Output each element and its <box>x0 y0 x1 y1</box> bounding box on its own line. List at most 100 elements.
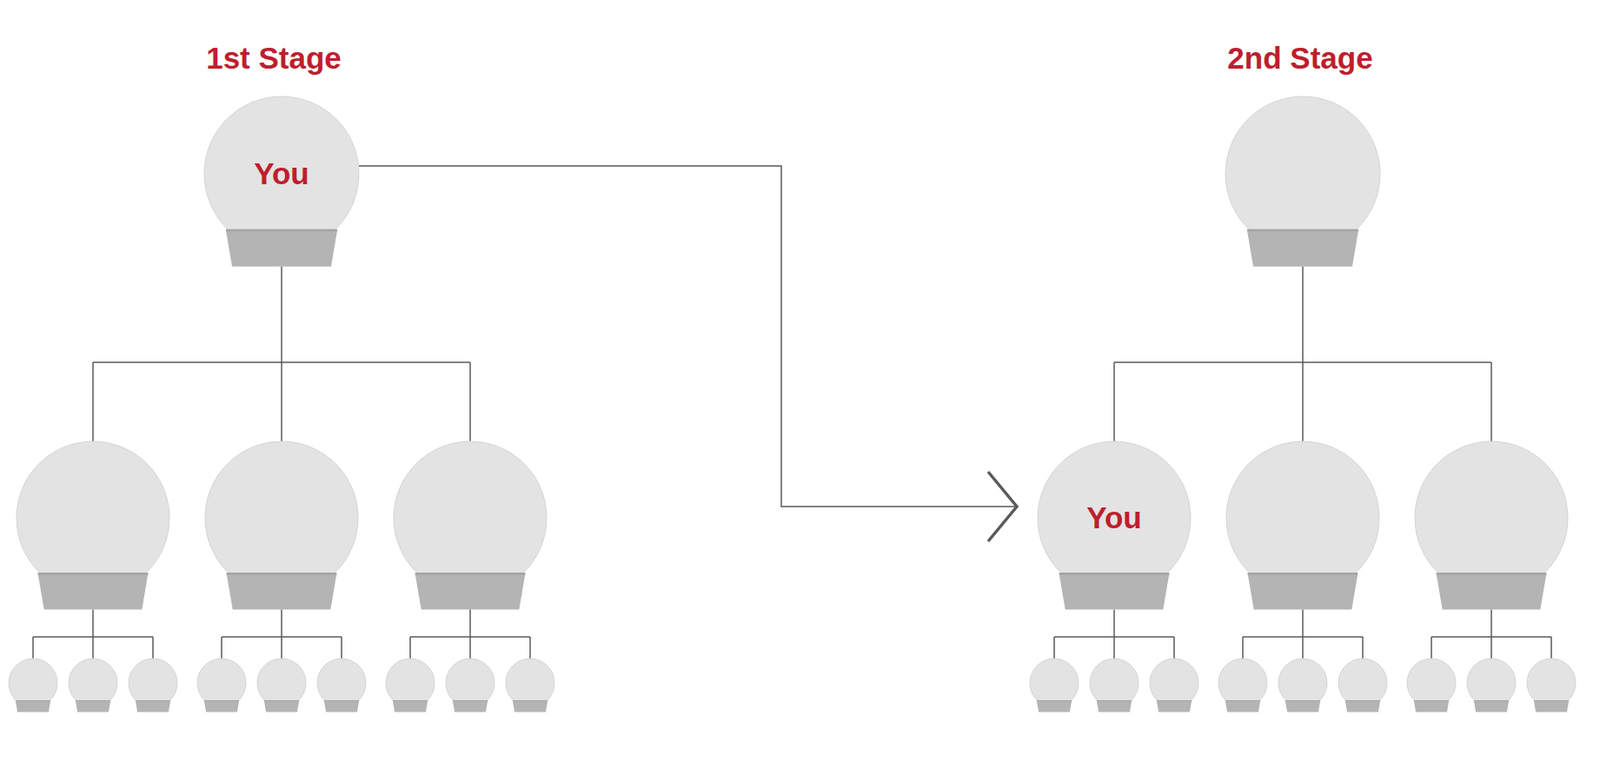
avatar-circle <box>1407 658 1456 708</box>
tree-line <box>1490 610 1493 638</box>
hair <box>60 481 126 558</box>
neck <box>90 690 96 694</box>
neck <box>407 690 413 694</box>
neck <box>338 685 345 692</box>
neck <box>527 685 533 692</box>
hair <box>1279 478 1327 511</box>
pedestal-base <box>75 700 111 712</box>
stage-title: 2nd Stage <box>1227 41 1373 76</box>
avatar-circle <box>1414 441 1568 595</box>
neck <box>1171 685 1177 692</box>
pedestal-edge <box>75 700 111 702</box>
avatar <box>385 658 435 713</box>
neck <box>1051 685 1057 692</box>
hair <box>1354 670 1371 683</box>
pedestal-base <box>452 700 488 712</box>
pedestal-base <box>392 700 428 712</box>
hair <box>258 478 306 511</box>
hair <box>1353 671 1372 691</box>
avatar <box>317 658 366 713</box>
pedestal-edge <box>15 700 51 702</box>
pedestal-edge <box>1036 700 1072 702</box>
avatar-circle <box>1029 658 1079 708</box>
head <box>1280 484 1325 539</box>
avatar <box>128 658 178 713</box>
hair <box>399 671 421 697</box>
avatar <box>1467 658 1516 713</box>
pedestal-base <box>204 700 240 712</box>
tree-line <box>1301 610 1304 638</box>
tree-line <box>92 362 94 442</box>
you-circle: You <box>204 96 359 252</box>
neck <box>1488 690 1494 694</box>
avatar <box>1226 441 1380 611</box>
head <box>523 672 538 691</box>
neck <box>338 690 345 694</box>
person-figure <box>1417 670 1446 704</box>
hair <box>1234 670 1251 682</box>
tree-line <box>1490 362 1493 442</box>
neck <box>1360 690 1366 694</box>
avatar-circle <box>385 658 435 708</box>
pedestal-edge <box>1533 700 1569 702</box>
avatar-circle <box>505 658 555 708</box>
avatar-circle <box>1226 441 1380 595</box>
head <box>1424 672 1439 691</box>
pedestal-edge <box>1345 700 1381 702</box>
tree-line <box>409 637 412 659</box>
avatar-circle <box>1218 658 1268 708</box>
neck <box>1300 690 1306 694</box>
tree-line <box>1173 637 1176 659</box>
neck <box>527 690 533 694</box>
neck <box>1051 690 1057 694</box>
pedestal-base <box>1533 700 1569 712</box>
avatar <box>1029 658 1079 713</box>
hair <box>1164 671 1183 691</box>
hair <box>1106 670 1122 681</box>
avatar-circle <box>8 658 58 708</box>
tree-line <box>1301 362 1304 442</box>
hair <box>22 671 44 697</box>
pedestal-base <box>1247 230 1359 267</box>
person-figure <box>237 478 326 584</box>
tree-line <box>280 266 283 363</box>
neck <box>1111 685 1117 692</box>
avatar <box>1089 658 1139 713</box>
avatar <box>1225 96 1381 267</box>
person-figure <box>1258 478 1348 584</box>
person-figure <box>1257 133 1348 240</box>
avatar <box>1414 441 1568 611</box>
avatar-circle <box>1089 658 1139 708</box>
neck <box>150 690 156 694</box>
person-figure <box>516 670 545 704</box>
pedestal-edge <box>264 700 299 702</box>
connector-arrow <box>358 165 1017 542</box>
hair <box>85 670 100 681</box>
hair <box>211 671 233 697</box>
tree-line <box>1113 610 1116 638</box>
person-figure <box>1040 670 1069 704</box>
pedestal-edge <box>324 700 359 702</box>
you-circle: You <box>1037 441 1191 595</box>
avatar-circle <box>128 658 178 708</box>
head <box>1544 672 1559 691</box>
hair <box>445 480 496 517</box>
hair <box>1166 670 1182 683</box>
hair <box>25 670 41 682</box>
pedestal-base <box>415 573 526 610</box>
pedestal-base <box>226 573 338 610</box>
avatar <box>1278 658 1328 713</box>
hair <box>1543 670 1560 683</box>
neck <box>462 541 479 552</box>
node-label: You <box>253 157 310 192</box>
hair <box>1462 482 1521 543</box>
pedestal-edge <box>1473 700 1509 702</box>
neck <box>1294 198 1311 208</box>
head <box>1468 484 1514 539</box>
head <box>70 484 115 539</box>
avatar-circle <box>204 96 359 252</box>
neck <box>85 527 101 548</box>
avatar-circle <box>16 441 170 595</box>
pedestal-base <box>1414 700 1449 712</box>
avatar-circle <box>205 441 359 595</box>
